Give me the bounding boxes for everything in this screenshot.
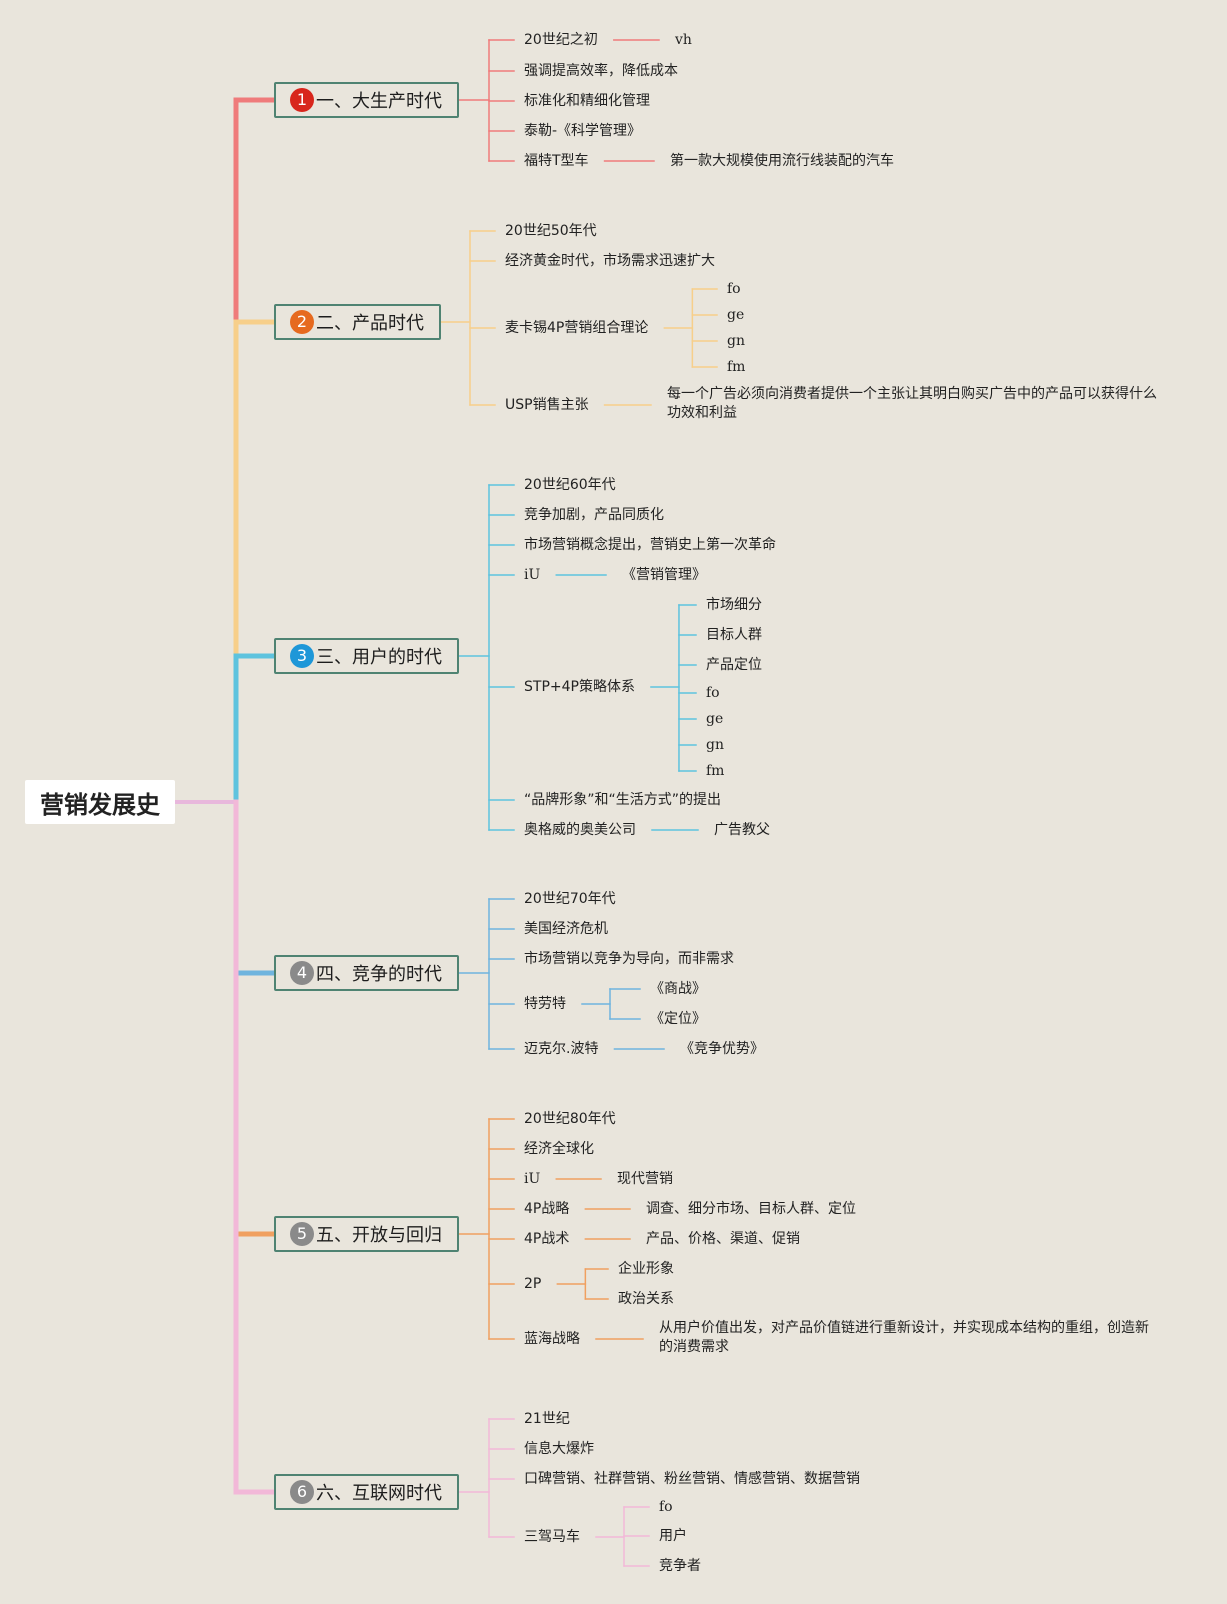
topic-item[interactable]: 蓝海战略	[524, 1331, 580, 1347]
topic-item[interactable]: 20世纪50年代	[505, 223, 597, 239]
root-node[interactable]: 营销发展史	[25, 780, 175, 824]
sub-topic-item[interactable]: fm	[706, 763, 725, 779]
sub-topic-item[interactable]: 现代营销	[617, 1171, 673, 1187]
topic-item[interactable]: 市场营销概念提出，营销史上第一次革命	[524, 537, 776, 553]
sub-topic-item[interactable]: fm	[727, 359, 746, 375]
sub-topic-item[interactable]: 从用户价值出发，对产品价值链进行重新设计，并实现成本结构的重组，创造新的消费需求	[659, 1320, 1149, 1355]
sub-topic-item[interactable]: 《竞争优势》	[680, 1041, 764, 1057]
topic-item[interactable]: iU	[524, 567, 541, 583]
sub-topic-item[interactable]: 企业形象	[618, 1261, 674, 1277]
topic-item[interactable]: 迈克尔.波特	[524, 1041, 599, 1057]
topic-item[interactable]: 口碑营销、社群营销、粉丝营销、情感营销、数据营销	[524, 1471, 860, 1487]
sub-topic-item[interactable]: fo	[706, 685, 720, 701]
sub-topic-item[interactable]: 每一个广告必须向消费者提供一个主张让其明白购买广告中的产品可以获得什么功效和利益	[667, 386, 1157, 421]
sub-topic-item[interactable]: 《商战》	[650, 981, 706, 997]
era-label: 五、开放与回归	[316, 1225, 442, 1246]
topic-item[interactable]: iU	[524, 1171, 541, 1187]
sub-topic-item[interactable]: 调查、细分市场、目标人群、定位	[646, 1201, 856, 1217]
topic-item[interactable]: 标准化和精细化管理	[524, 93, 650, 109]
topic-item[interactable]: 20世纪70年代	[524, 891, 616, 907]
number-badge: 1	[290, 88, 314, 112]
sub-topic-item[interactable]: fo	[727, 281, 741, 297]
era-label: 三、用户的时代	[316, 647, 442, 668]
topic-item[interactable]: STP+4P策略体系	[524, 679, 635, 695]
sub-topic-item[interactable]: 《定位》	[650, 1011, 706, 1027]
topic-item[interactable]: 4P战略	[524, 1201, 570, 1217]
sub-topic-item[interactable]: 广告教父	[714, 822, 770, 838]
topic-item[interactable]: 20世纪之初	[524, 32, 598, 48]
sub-topic-item[interactable]: 政治关系	[618, 1291, 674, 1307]
era-label: 六、互联网时代	[316, 1483, 442, 1504]
topic-item[interactable]: 竞争加剧，产品同质化	[524, 507, 664, 523]
era-node-open-return[interactable]: 5 五、开放与回归	[274, 1216, 459, 1252]
number-badge: 4	[290, 961, 314, 985]
era-label: 一、大生产时代	[316, 91, 442, 112]
sub-topic-item[interactable]: 市场细分	[706, 597, 762, 613]
topic-item[interactable]: 4P战术	[524, 1231, 570, 1247]
sub-topic-item[interactable]: 竞争者	[659, 1558, 701, 1574]
topic-item[interactable]: 特劳特	[524, 996, 566, 1012]
sub-topic-item[interactable]: 产品定位	[706, 657, 762, 673]
era-node-mass-production[interactable]: 1 一、大生产时代	[274, 82, 459, 118]
sub-topic-item[interactable]: gn	[706, 737, 724, 753]
sub-topic-item[interactable]: fo	[659, 1499, 673, 1515]
topic-item[interactable]: USP销售主张	[505, 397, 589, 413]
sub-topic-item[interactable]: ge	[706, 711, 724, 727]
era-node-competition[interactable]: 4 四、竞争的时代	[274, 955, 459, 991]
era-label: 四、竞争的时代	[316, 964, 442, 985]
era-node-internet[interactable]: 6 六、互联网时代	[274, 1474, 459, 1510]
topic-item[interactable]: 经济全球化	[524, 1141, 594, 1157]
number-badge: 3	[290, 644, 314, 668]
era-label: 二、产品时代	[316, 313, 424, 334]
sub-topic-item[interactable]: ge	[727, 307, 745, 323]
topic-item[interactable]: 2P	[524, 1276, 542, 1292]
sub-topic-item[interactable]: 产品、价格、渠道、促销	[646, 1231, 800, 1247]
topic-item[interactable]: 强调提高效率，降低成本	[524, 63, 678, 79]
number-badge: 6	[290, 1480, 314, 1504]
topic-item[interactable]: 信息大爆炸	[524, 1441, 594, 1457]
sub-topic-item[interactable]: gn	[727, 333, 745, 349]
topic-item[interactable]: 泰勒-《科学管理》	[524, 123, 642, 139]
topic-item[interactable]: 20世纪80年代	[524, 1111, 616, 1127]
era-node-user[interactable]: 3 三、用户的时代	[274, 638, 459, 674]
sub-topic-item[interactable]: 《营销管理》	[622, 567, 706, 583]
topic-item[interactable]: “品牌形象”和“生活方式”的提出	[524, 792, 722, 808]
sub-topic-item[interactable]: 用户	[659, 1528, 687, 1544]
topic-item[interactable]: 美国经济危机	[524, 921, 608, 937]
number-badge: 5	[290, 1222, 314, 1246]
sub-topic-item[interactable]: 目标人群	[706, 627, 762, 643]
topic-item[interactable]: 奥格威的奥美公司	[524, 822, 636, 838]
topic-item[interactable]: 三驾马车	[524, 1529, 580, 1545]
sub-topic-item[interactable]: vh	[675, 32, 692, 48]
topic-item[interactable]: 福特T型车	[524, 153, 589, 169]
era-node-product[interactable]: 2 二、产品时代	[274, 304, 441, 340]
sub-topic-item[interactable]: 第一款大规模使用流行线装配的汽车	[670, 153, 894, 169]
topic-item[interactable]: 20世纪60年代	[524, 477, 616, 493]
topic-item[interactable]: 经济黄金时代，市场需求迅速扩大	[505, 253, 715, 269]
topic-item[interactable]: 市场营销以竞争为导向，而非需求	[524, 951, 734, 967]
topic-item[interactable]: 21世纪	[524, 1411, 570, 1427]
number-badge: 2	[290, 310, 314, 334]
topic-item[interactable]: 麦卡锡4P营销组合理论	[505, 320, 649, 336]
